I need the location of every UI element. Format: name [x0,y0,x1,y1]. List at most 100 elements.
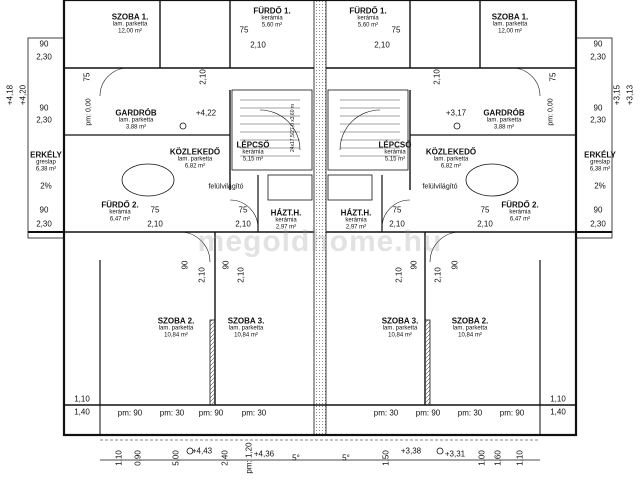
dim-110-bottom-l: 1,10 [114,450,124,466]
level-317: +3,17 [445,108,467,118]
dim-210-left-upper: 2,10 [198,69,208,85]
dim-90-erkely-l-mid: 90 [39,103,49,113]
dim-pm0-right: pm: 0,00 [547,98,555,126]
dim-150-bottom-r: 1,50 [381,450,391,466]
level-331: +3,31 [444,449,466,459]
dim-160-bottom-r: 1,60 [493,450,503,466]
dim-110-bottom-r: 1,10 [515,450,525,466]
dim-90-szoba2-l: 90 [180,260,190,270]
dim-75-furdo1-l: 75 [239,25,249,35]
dim-75-left-upper: 75 [82,72,92,82]
dim-500-bottom-l: 5,00 [171,450,181,466]
dim-230-erkely-r-bot: 2,30 [590,219,606,229]
level-338: +3,38 [400,446,422,456]
dim-90-erkely-r-bot: 90 [593,205,603,215]
dim-75-furdo2-r: 75 [480,205,490,215]
slope-label-left: 2% [40,181,52,191]
dim-75-furdo2-l: 75 [150,205,160,215]
dim-210-haztar-r: 2,10 [389,219,405,229]
dim-pm90-3: pm: 90 [415,408,441,418]
skylight-label-right: felülvilágító [422,183,458,191]
dim-210-haztar-l: 2,10 [235,219,251,229]
dim-75-right-upper: 75 [548,72,558,82]
dim-230-erkely-l-top: 2,30 [36,52,52,62]
dim-pm90-2: pm: 90 [198,408,224,418]
dim-230-erkely-r-top: 2,30 [590,52,606,62]
dim-210-szoba3-r: 2,10 [394,267,404,283]
dim-210-right-upper: 2,10 [432,69,442,85]
dim-230-erkely-r-mid: 2,30 [590,115,606,125]
dim-210-szoba2-r: 2,10 [433,267,443,283]
dim-90-erkely-r-mid: 90 [593,103,603,113]
dim-pm30-4: pm: 30 [457,408,483,418]
dim-pm120-bottom-l: pm: 1,20 [244,442,254,474]
level-422: +4,22 [195,108,217,118]
balcony-left [27,37,65,239]
watermark: megoldhome.hu [197,225,443,258]
dim-140-right: 1,40 [550,407,566,417]
dim-90-bottom-l: 0,90 [133,450,143,466]
dim-230-erkely-l-bot: 2,30 [36,219,52,229]
slope-label-right: 2% [594,181,606,191]
stair-spec-left: 24x17,5/27,0 x3,60 m [290,103,296,153]
dim-pm90-4: pm: 90 [499,408,525,418]
level-436: +4,36 [253,449,275,459]
dim-90-erkely-l-top: 90 [39,39,49,49]
level-443: +4,43 [191,446,213,456]
dim-pm0-left: pm: 0,00 [85,98,93,126]
dim-230-erkely-l-mid: 2,30 [36,115,52,125]
dim-110-right: 1,10 [550,394,566,404]
level-418: +4,18 [5,84,15,106]
dim-5deg-r: 5° [342,453,350,463]
dim-75-furdo1-r: 75 [391,25,401,35]
dim-90-szoba3-r: 90 [409,260,419,270]
dim-pm30-3: pm: 30 [373,408,399,418]
dim-210-furdo1-l: 2,10 [250,40,266,50]
party-wall [313,0,327,436]
dim-pm30-1: pm: 30 [159,408,185,418]
dim-75-haztar-l: 75 [238,205,248,215]
skylight-label-left: felülvilágító [208,183,244,191]
dim-pm30-2: pm: 30 [241,408,267,418]
dim-210-furdo1-r: 2,10 [374,40,390,50]
level-420: +4,20 [18,84,28,106]
dim-5deg-l: 5° [292,453,300,463]
dim-75-haztar-r: 75 [392,205,402,215]
dim-110-left: 1,10 [74,394,90,404]
dim-90-erkely-r-top: 90 [593,39,603,49]
level-315: +3,15 [612,84,622,106]
dim-140-left: 1,40 [74,407,90,417]
dim-210-szoba2-l: 2,10 [197,267,207,283]
dim-pm90-1: pm: 90 [117,408,143,418]
dim-90-erkely-l-bot: 90 [39,205,49,215]
dim-210-szoba3-l: 2,10 [236,267,246,283]
level-313: +3,13 [625,84,635,106]
dim-210-furdo2-r: 2,10 [477,219,493,229]
dim-210-furdo2-l: 2,10 [147,219,163,229]
dim-90-szoba2-r: 90 [450,260,460,270]
dim-100-bottom-r: 1,00 [477,450,487,466]
balcony-right [575,37,613,239]
dim-240-bottom-l: 2,40 [220,450,230,466]
